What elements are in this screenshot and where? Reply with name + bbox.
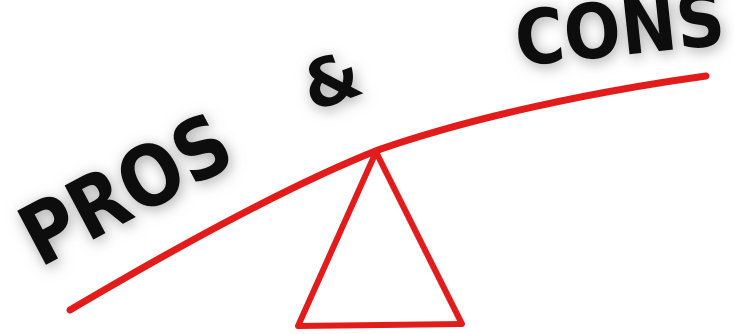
- ampersand-word: &: [291, 35, 371, 127]
- cons-word: CONS: [511, 0, 729, 84]
- pros-word: PROS: [3, 93, 248, 285]
- fulcrum-triangle-icon: [298, 152, 462, 326]
